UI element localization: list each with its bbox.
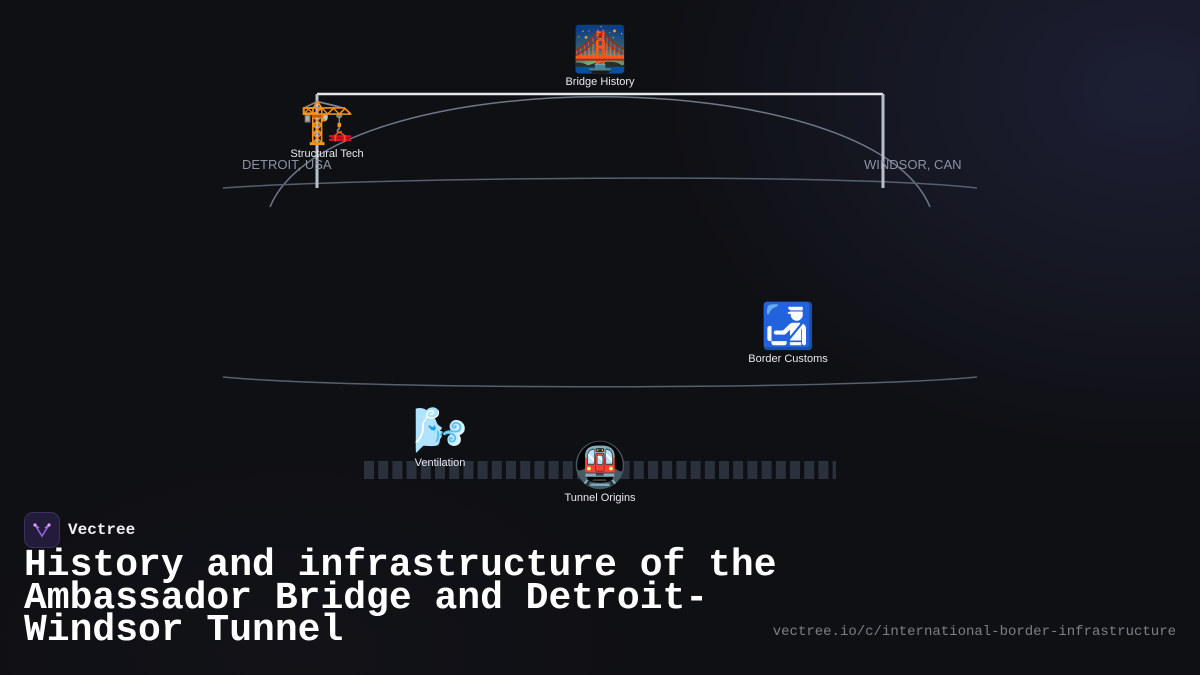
page-title: History and infrastructure of the Ambass… [24,544,777,652]
wind-face-icon: 🌬️ [412,406,468,455]
node-label: Structural Tech [290,148,364,160]
node-border-customs[interactable]: 🛃 Border Customs [748,302,828,366]
river-bottom-bank [222,376,978,388]
node-bridge-history[interactable]: 🌉 Bridge History [565,25,635,89]
city-label-windsor: WINDSOR, CAN [864,157,962,172]
source-url[interactable]: vectree.io/c/international-border-infras… [772,624,1176,640]
brand-name: Vectree [68,521,136,539]
node-ventilation[interactable]: 🌬️ Ventilation [412,406,468,470]
customs-icon: 🛃 [760,302,816,351]
city-label-detroit: DETROIT, USA [242,157,332,172]
node-label: Tunnel Origins [564,492,636,504]
node-label: Ventilation [414,457,466,469]
node-tunnel-origins[interactable]: 🚇 Tunnel Origins [564,441,636,505]
suspension-arc [269,96,931,208]
node-label: Bridge History [565,76,635,88]
construction-crane-icon: 🏗️ [299,97,355,146]
brand: Vectree [24,512,135,548]
node-structural-tech[interactable]: 🏗️ Structural Tech [290,97,364,161]
bridge-icon: 🌉 [572,25,628,74]
river-top-bank [222,177,978,189]
metro-icon: 🚇 [572,441,628,490]
vectree-logo-icon [24,512,60,548]
node-label: Border Customs [748,353,828,365]
